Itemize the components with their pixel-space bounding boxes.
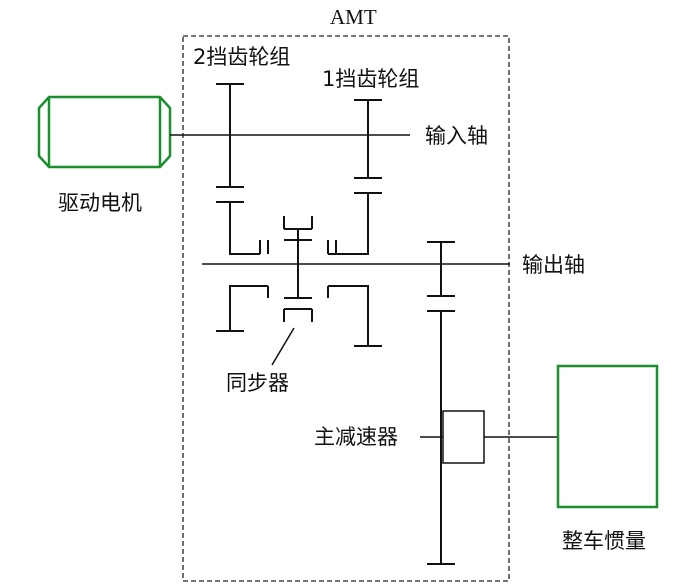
output-shaft-label: 输出轴 (522, 253, 585, 277)
final-drive-housing (442, 410, 485, 464)
gear1-driven-gear (327, 192, 382, 347)
motor-label: 驱动电机 (58, 191, 142, 215)
gear1-drive-gear (354, 99, 382, 179)
gear1-label: 1挡齿轮组 (322, 67, 419, 91)
amt-boundary (182, 35, 510, 582)
vehicle-inertia-box (556, 364, 659, 509)
gear2-drive-gear (216, 83, 244, 188)
motor-body (37, 95, 172, 169)
vehicle-inertia-label: 整车惯量 (562, 529, 646, 553)
gear2-label: 2挡齿轮组 (193, 45, 290, 69)
amt-title: AMT (330, 5, 377, 29)
final-drive-label: 主减速器 (314, 425, 398, 449)
synchronizer (283, 216, 313, 322)
synchronizer-leader (271, 327, 295, 366)
gear2-driven-gear (216, 201, 269, 332)
final-drive-pinion (427, 241, 455, 297)
input-shaft-label: 输入轴 (425, 124, 488, 148)
drive-motor (37, 95, 172, 169)
synchronizer-label: 同步器 (226, 371, 289, 395)
